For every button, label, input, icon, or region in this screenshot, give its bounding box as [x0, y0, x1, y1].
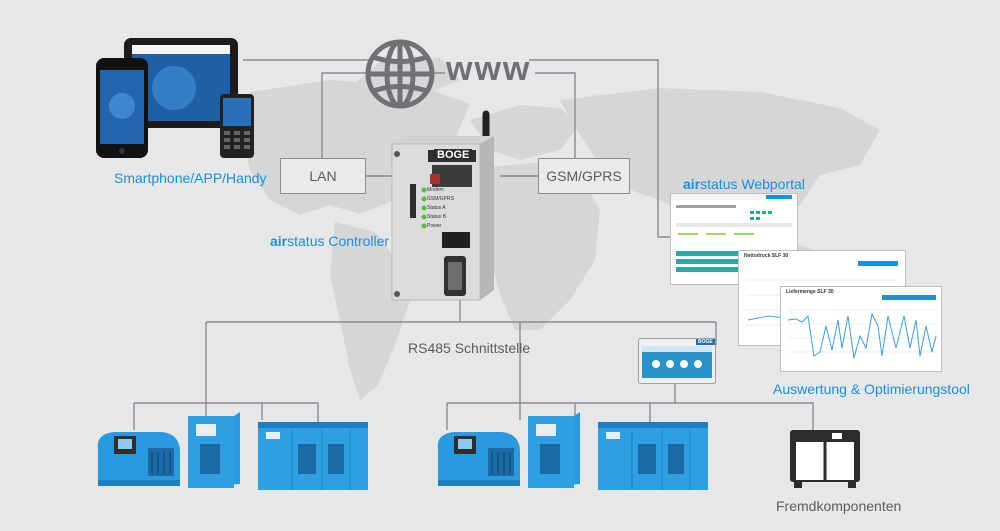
brand-rest: status Webportal — [700, 176, 805, 192]
brand-rest: status Controller — [287, 233, 390, 249]
controller-caption: airstatus Controller — [270, 233, 389, 249]
rs485-caption: RS485 Schnittstelle — [408, 340, 531, 356]
lan-label: LAN — [309, 168, 337, 184]
led-label: Status A — [427, 205, 446, 211]
led-label: Power — [427, 223, 442, 229]
globe-icon — [365, 39, 435, 109]
mobile-caption: Smartphone/APP/Handy — [114, 170, 267, 186]
led-label: GSM/GPRS — [427, 196, 454, 202]
control-panel-display — [638, 338, 716, 384]
thirdparty-caption: Fremdkomponenten — [776, 498, 902, 514]
mobile-devices — [96, 38, 254, 158]
chart1-title: Nettodruck SLF 30 — [744, 253, 789, 259]
gsm-box: GSM/GPRS — [538, 158, 630, 194]
brand-bold: air — [683, 176, 701, 192]
www-label: www — [446, 50, 532, 88]
controller-led-list: Modem GSM/GPRS Status A Status B Power — [427, 186, 454, 231]
third-party-component-icon — [790, 430, 860, 488]
brand-bold: air — [270, 233, 288, 249]
led-label: Modem — [427, 187, 444, 193]
webportal-caption: airstatus Webportal — [683, 176, 805, 192]
gsm-label: GSM/GPRS — [546, 168, 622, 184]
chart2-title: Liefermenge SLF 30 — [786, 289, 834, 295]
panel-logo: BOGE — [696, 339, 715, 345]
lan-box: LAN — [280, 158, 366, 194]
controller-logo: BOGE — [434, 149, 473, 161]
analysis-caption: Auswertung & Optimierungstool — [773, 381, 970, 397]
compressor-group-right — [437, 412, 708, 490]
chart-screen-2 — [780, 286, 942, 372]
led-label: Status B — [427, 214, 446, 220]
compressor-group-left — [97, 412, 368, 490]
